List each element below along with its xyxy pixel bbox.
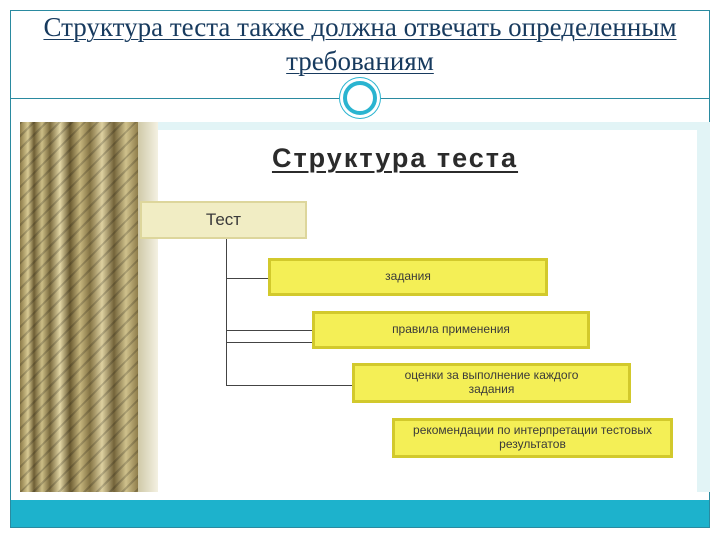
diagram-item-box: задания xyxy=(268,258,548,296)
decorative-column-image xyxy=(20,122,138,492)
slide-top-strip xyxy=(157,122,710,130)
diagram-item-box: рекомендации по интерпретации тестовых р… xyxy=(392,418,673,458)
connector-item-2 xyxy=(226,330,312,331)
diagram-title: Структура теста xyxy=(271,143,519,173)
column-shadow xyxy=(138,122,158,492)
bottom-accent-bar xyxy=(11,500,709,527)
header-divider-left xyxy=(11,98,343,99)
circle-ornament-icon xyxy=(343,81,377,115)
diagram-item-box: оценки за выполнение каждого задания xyxy=(352,363,631,403)
page-title: Структура теста также должна отвечать оп… xyxy=(43,12,677,76)
connector-item-1 xyxy=(226,278,268,279)
connector-item-4 xyxy=(226,385,392,386)
diagram-root-box: Тест xyxy=(140,201,307,239)
connector-item-3 xyxy=(226,342,352,343)
diagram-item-box: правила применения xyxy=(312,311,590,349)
header-divider-right xyxy=(377,98,709,99)
connector-vertical xyxy=(226,239,227,385)
slide-side-strip xyxy=(697,122,710,492)
